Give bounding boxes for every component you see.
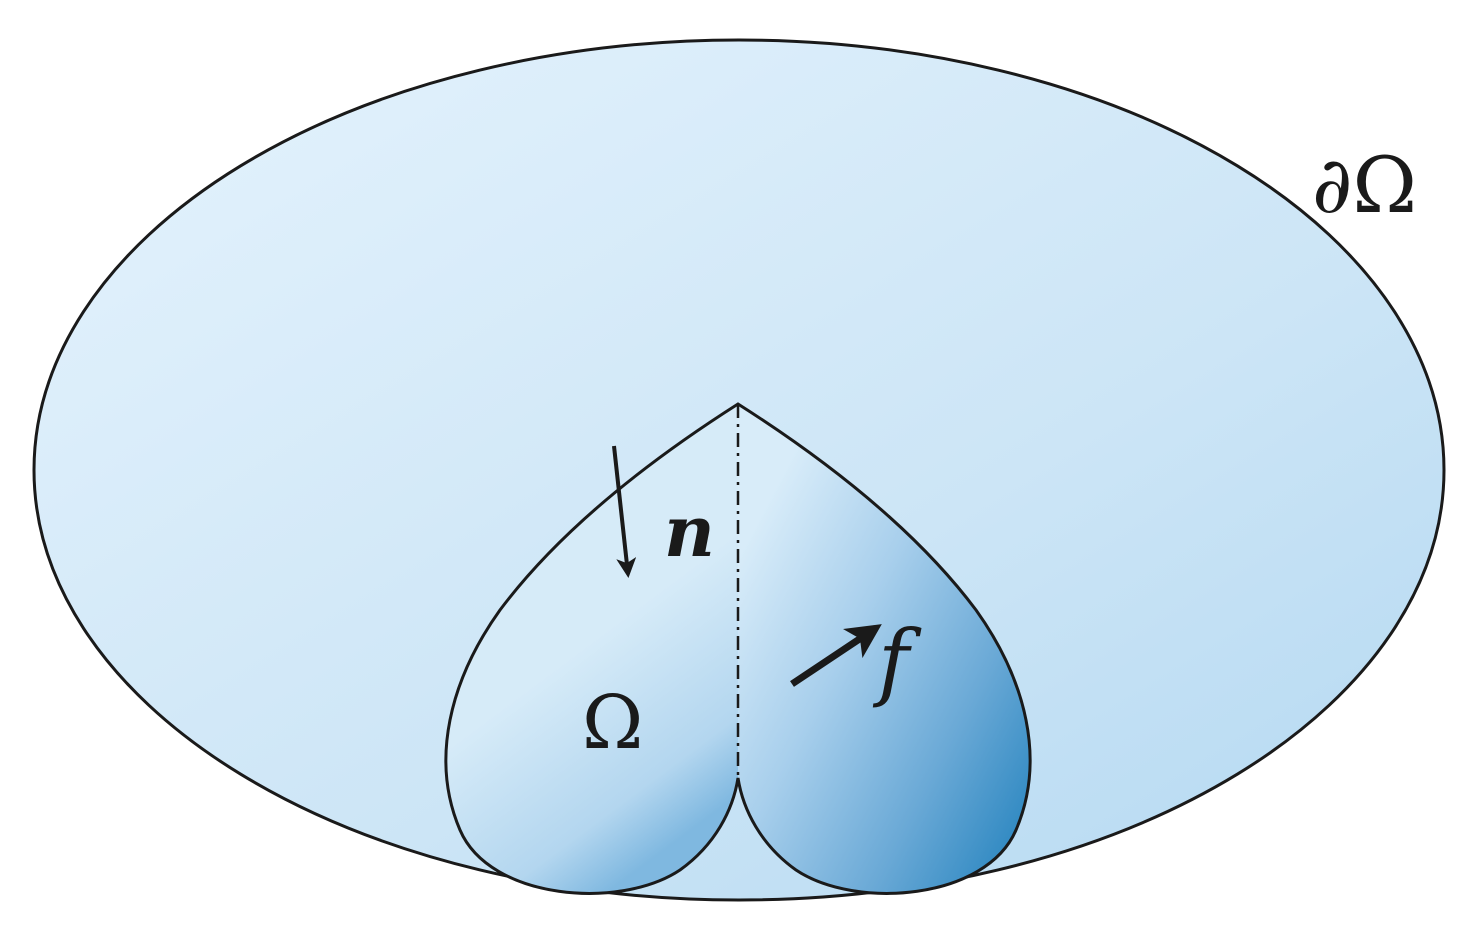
domain-label: Ω — [582, 680, 643, 766]
heart-left-lobe — [445, 404, 738, 894]
heart-right-lobe — [738, 404, 1031, 894]
force-arrow — [790, 624, 882, 687]
normal-label: n — [664, 490, 715, 573]
boundary-label: ∂Ω — [1312, 141, 1417, 231]
normal-arrow — [612, 445, 637, 578]
heart-outline — [444, 402, 1032, 895]
